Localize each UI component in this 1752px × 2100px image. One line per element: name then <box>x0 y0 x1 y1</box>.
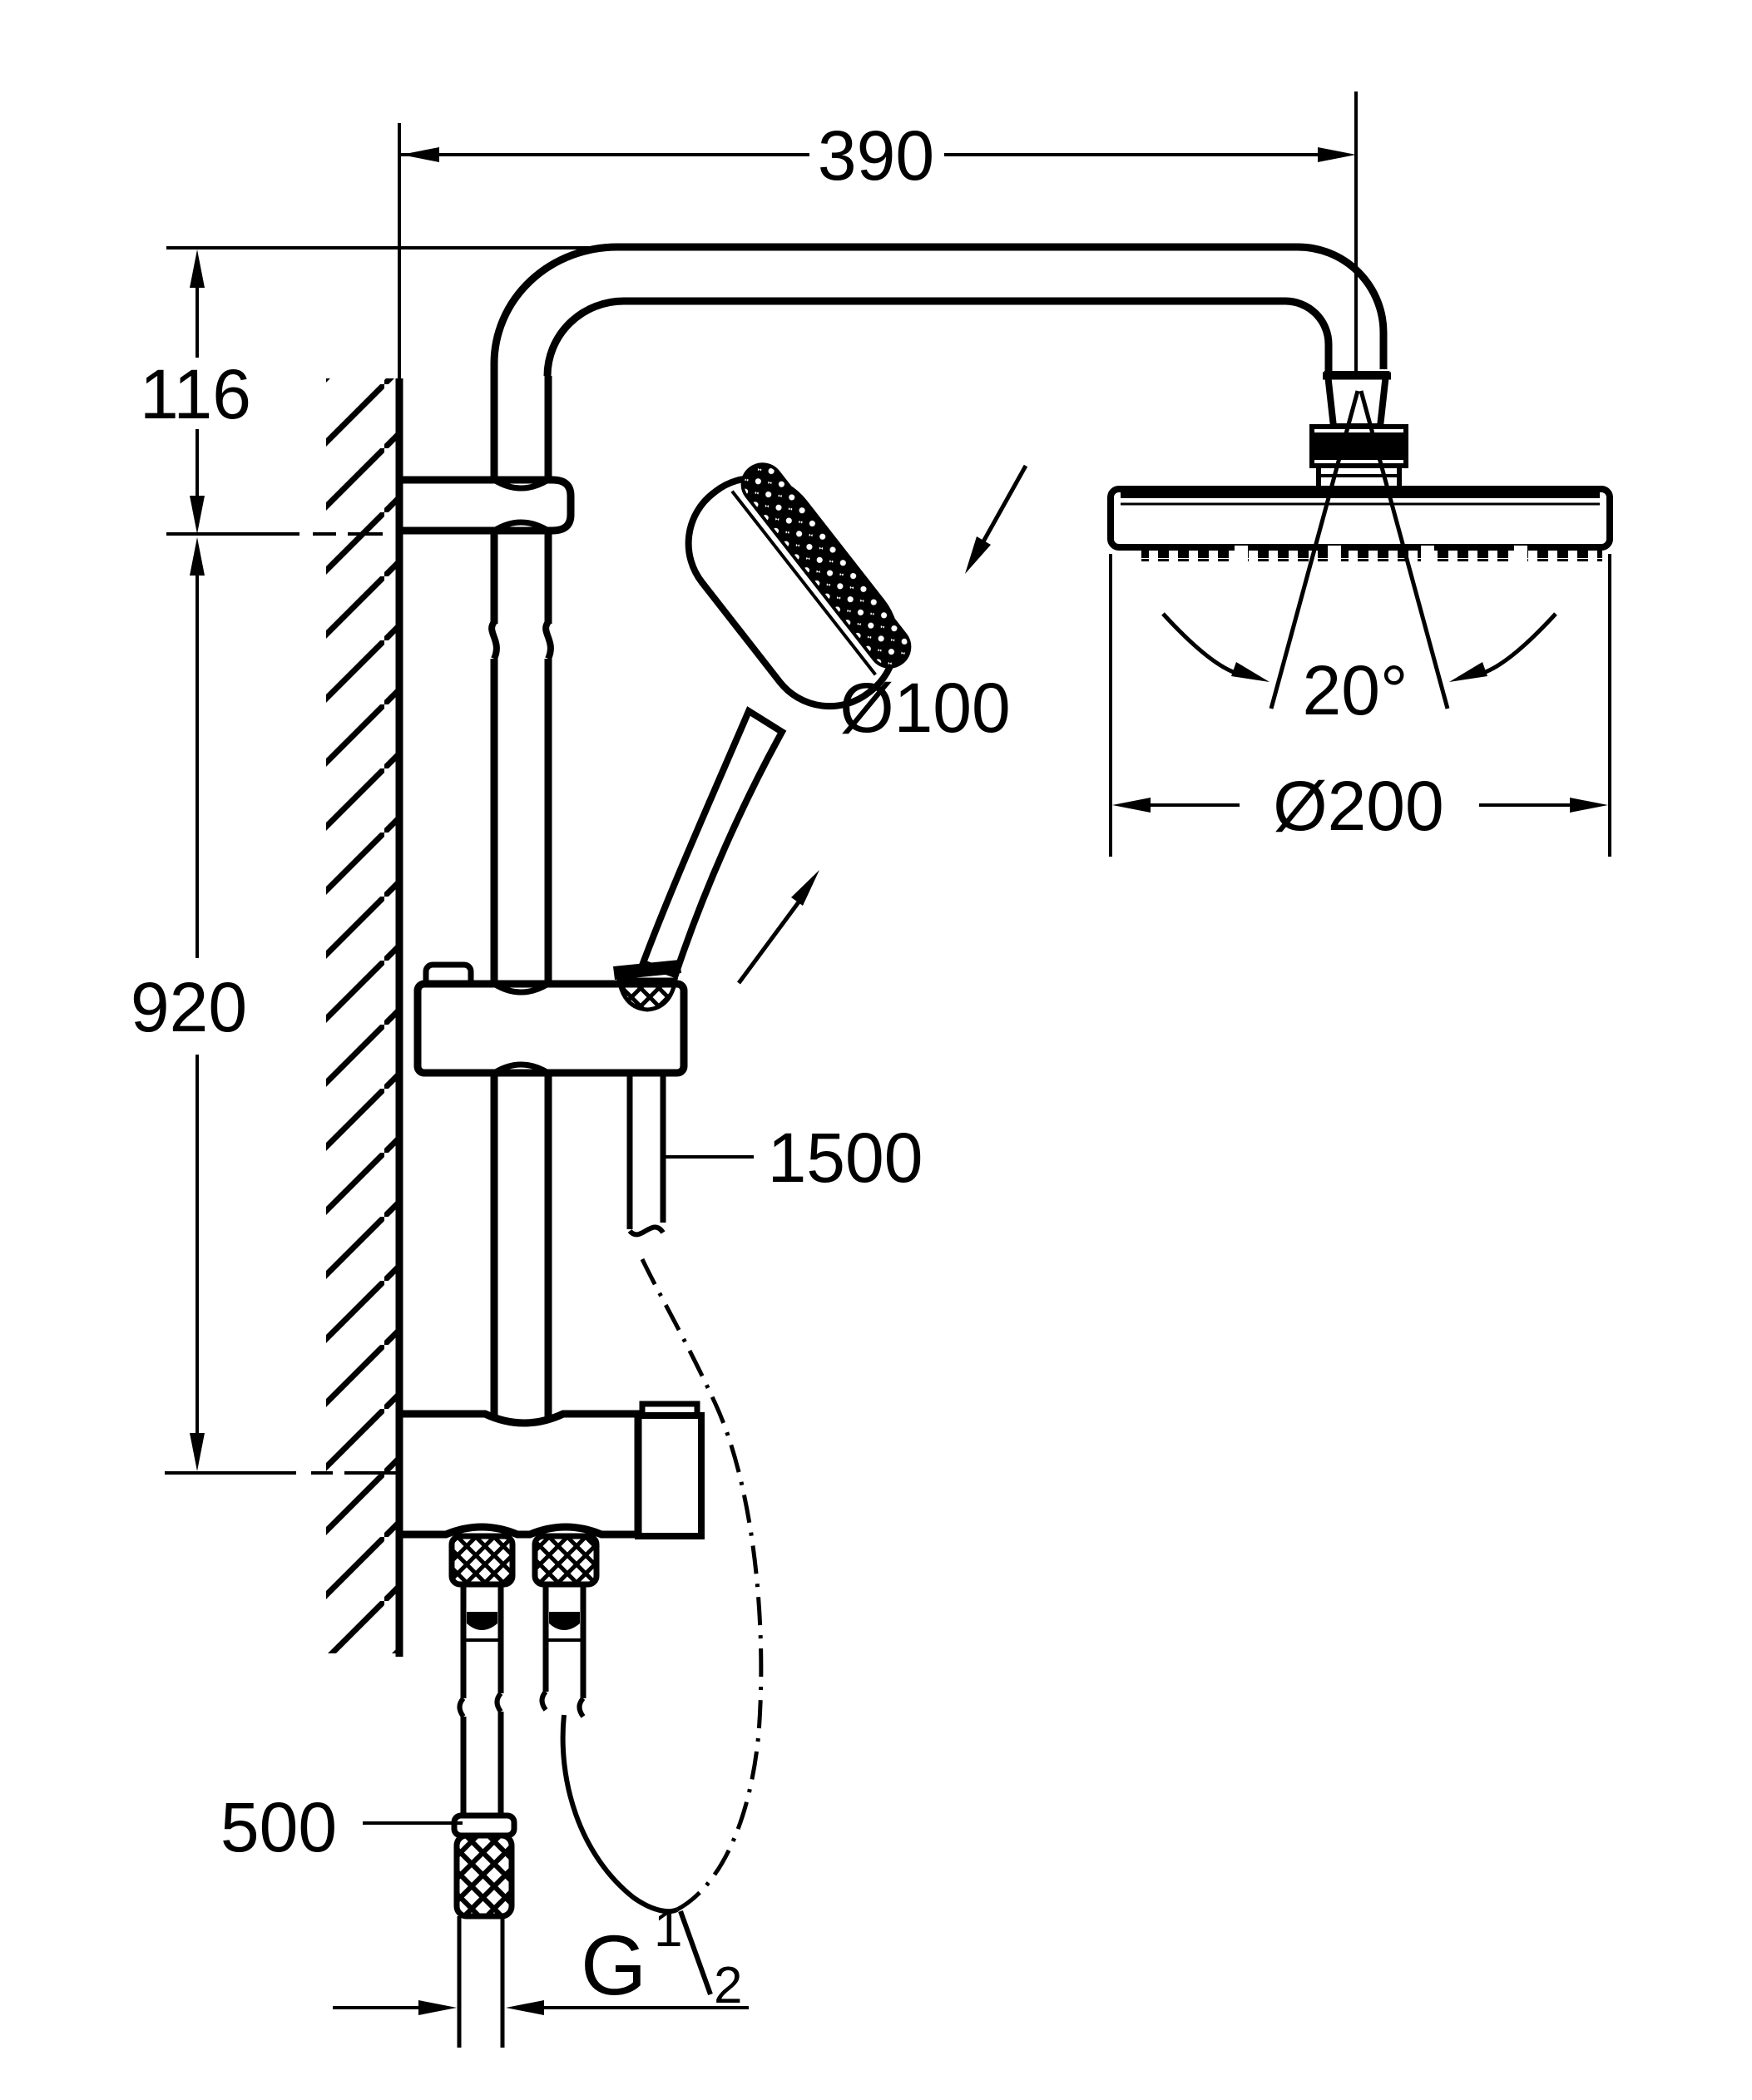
hand-shower-face-edge <box>730 490 877 676</box>
arrowhead-up <box>190 250 205 288</box>
glide-holder <box>413 960 688 1077</box>
arrowhead-upper <box>965 536 991 574</box>
hand-shower-handle <box>638 706 787 980</box>
holder-body <box>413 980 688 1077</box>
hand-shower <box>638 462 912 980</box>
curved-arrowhead-left <box>1231 662 1269 682</box>
outlet-block <box>635 1412 705 1539</box>
dim-116 <box>190 250 205 534</box>
dim-390-label: 390 <box>818 116 934 195</box>
supply-seal-right <box>549 1612 580 1630</box>
spray-angle-indicator <box>1161 390 1557 709</box>
bracket-body <box>395 1410 642 1539</box>
top-pipe-left-bend-inner <box>543 297 625 377</box>
dim-1500-label: 1500 <box>768 1119 923 1197</box>
dim-116-label: 116 <box>140 355 251 433</box>
arrowhead-down <box>190 496 205 534</box>
curved-arrow-right <box>1480 612 1557 676</box>
arrowhead-down <box>190 1433 205 1471</box>
union-nut-right <box>532 1533 600 1588</box>
dim-920-label: 920 <box>131 968 247 1046</box>
rail-break <box>486 620 556 660</box>
supply-pipe-break <box>457 1691 503 1718</box>
supply-seal-left <box>467 1612 497 1630</box>
hose-break <box>627 1224 666 1238</box>
supply-connections <box>451 1584 586 2048</box>
cone-line-right <box>1359 390 1450 709</box>
hand-shower-inlet-band <box>613 960 681 980</box>
arrowhead-right <box>1570 798 1608 813</box>
dim-20deg-label: 20° <box>1302 651 1408 729</box>
top-pipe-right-bend-inner <box>1284 297 1333 371</box>
arrowhead-up <box>190 537 205 576</box>
hose-loop-solid <box>560 1714 679 1915</box>
top-pipe-right-bend-outer <box>1297 243 1388 369</box>
arrowhead-right <box>1318 147 1356 162</box>
arrowhead-inward-right <box>506 2000 544 2015</box>
thread-g-label: G <box>581 1918 646 2013</box>
top-holder-body <box>395 476 575 535</box>
arrowhead-inward-left <box>418 2000 457 2015</box>
curved-arrowhead-right <box>1449 662 1487 682</box>
cone-line-left <box>1269 390 1360 709</box>
head-shower-nozzles <box>1141 549 1602 561</box>
head-shower <box>1107 486 1613 564</box>
thread-denominator-label: 2 <box>714 1957 742 2014</box>
curved-arrow-left <box>1161 612 1239 676</box>
top-pipe-left-bend-outer <box>490 243 618 364</box>
thread-numerator-label: 1 <box>654 1900 682 1958</box>
wall <box>326 123 403 1657</box>
wall-hatching <box>326 378 399 1653</box>
dim-g-half <box>333 1910 749 2015</box>
holder-cup <box>616 977 678 1012</box>
union-nut-left <box>448 1533 516 1588</box>
hand-shower-head <box>685 462 912 710</box>
hose-loop-dashed <box>640 1258 764 1912</box>
arrowhead-lower <box>791 870 819 906</box>
hand-shower-head-body <box>685 474 899 710</box>
shower-pipes <box>490 243 1388 1417</box>
fitting-collar <box>451 1812 517 1839</box>
dim-100-label: Ø100 <box>839 669 1011 747</box>
dim-390 <box>401 147 1356 162</box>
dim-500-label: 500 <box>220 1788 337 1866</box>
dim-100 <box>736 464 1028 985</box>
hand-shower-spray-face <box>740 462 912 669</box>
shower-hose <box>560 1075 764 1915</box>
thread-stub <box>457 1916 505 2048</box>
dim-200 <box>1109 554 1611 857</box>
bottom-bracket <box>395 1401 705 1588</box>
top-wall-holder <box>395 476 575 535</box>
fraction-slash <box>678 1910 713 1996</box>
arrowhead-left <box>401 147 439 162</box>
knurled-fitting <box>453 1832 515 1920</box>
connector-collar-band <box>1314 432 1403 460</box>
dim-920 <box>190 537 205 1471</box>
dim-200-label: Ø200 <box>1273 767 1444 845</box>
arrowhead-left <box>1112 798 1151 813</box>
